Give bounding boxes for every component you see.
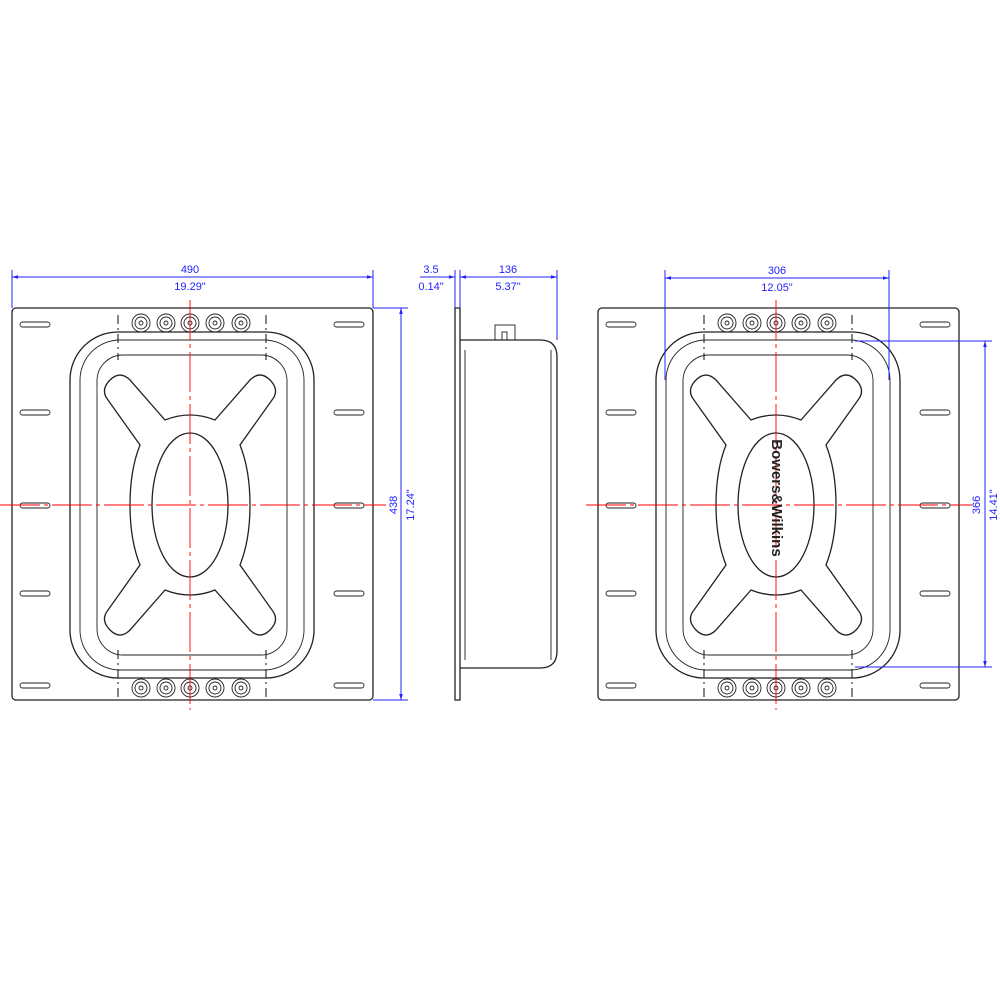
cutout-width-mm-label: 306: [768, 265, 786, 277]
depth-in-label: 5.37": [495, 281, 520, 293]
cutout-width-in-label: 12.05": [761, 282, 793, 294]
width-mm-label: 490: [181, 264, 199, 276]
brand-logo: Bowers&Wilkins: [768, 439, 785, 556]
width-in-label: 19.29": [174, 281, 206, 293]
height-mm-label: 438: [388, 496, 400, 514]
flange-mm-label: 3.5: [423, 264, 438, 276]
side-view: 3.5 0.14" 136 5.37": [418, 264, 558, 701]
rear-view: Bowers&Wilkins 306 12.05" 366 14.41": [585, 265, 1000, 711]
cutout-height-mm-label: 366: [971, 496, 983, 514]
height-in-label: 17.24": [405, 489, 417, 521]
depth-mm-label: 136: [499, 264, 517, 276]
front-view: 490 19.29" 438 17.24": [0, 264, 417, 711]
flange-in-label: 0.14": [418, 281, 443, 293]
cutout-height-in-label: 14.41": [988, 489, 1000, 521]
